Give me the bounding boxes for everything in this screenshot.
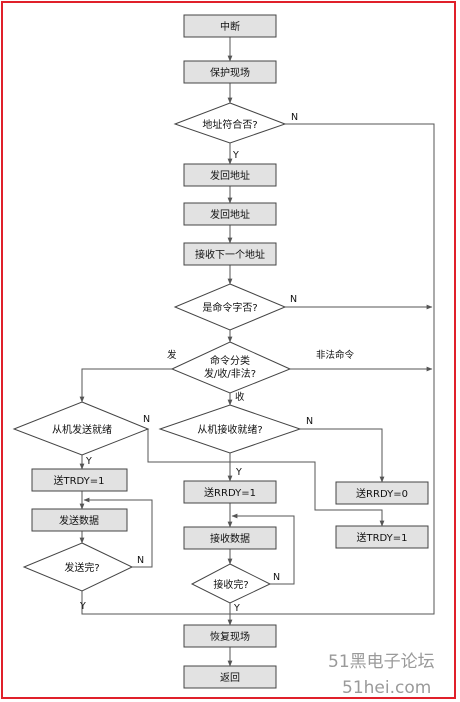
node-return: 返回 bbox=[183, 665, 277, 689]
node-interrupt-label: 中断 bbox=[220, 20, 240, 33]
edge-sendready-no bbox=[147, 429, 385, 527]
branch-labels: N Y N 发 非法命令 收 N Y N Y N Y N Y bbox=[79, 112, 355, 614]
label-senddone-no: N bbox=[137, 555, 144, 566]
decision-slave-send-ready-label: 从机发送就绪 bbox=[52, 423, 112, 436]
node-send-back-address-2: 发回地址 bbox=[183, 202, 277, 226]
node-receive-data: 接收数据 bbox=[183, 526, 277, 550]
decision-send-done: 发送完? bbox=[22, 542, 134, 592]
label-recvready-yes: Y bbox=[235, 467, 242, 478]
decision-command-word-label: 是命令字否? bbox=[202, 301, 257, 314]
node-send-back-address-1: 发回地址 bbox=[183, 163, 277, 187]
label-classify-receive: 收 bbox=[235, 391, 245, 403]
decision-address-match-label: 地址符合否? bbox=[202, 118, 257, 131]
label-address-no: N bbox=[291, 112, 298, 123]
node-send-trdy-1-label: 送TRDY=1 bbox=[53, 474, 104, 487]
node-send-back-address-2-label: 发回地址 bbox=[210, 208, 250, 221]
label-command-no: N bbox=[290, 294, 297, 305]
label-sendready-no: N bbox=[143, 414, 150, 425]
edge-classify-send bbox=[79, 368, 172, 403]
label-classify-illegal: 非法命令 bbox=[316, 349, 355, 361]
node-send-data: 发送数据 bbox=[31, 508, 128, 532]
connectors bbox=[79, 37, 435, 667]
watermark-site-url: 51hei.com bbox=[342, 678, 431, 698]
node-send-trdy-1: 送TRDY=1 bbox=[31, 468, 128, 492]
edge-recvdone-no bbox=[231, 513, 295, 585]
node-restore-context: 恢复现场 bbox=[183, 624, 277, 648]
edge-recvready-no bbox=[300, 428, 385, 483]
node-receive-next-address: 接收下一个地址 bbox=[183, 242, 277, 266]
decision-command-classify-label-2: 发/收/非法? bbox=[204, 367, 256, 380]
node-send-rrdy-0-label: 送RRDY=0 bbox=[356, 487, 408, 500]
node-return-label: 返回 bbox=[220, 672, 240, 684]
decision-slave-receive-ready: 从机接收就绪? bbox=[158, 404, 302, 454]
label-classify-send: 发 bbox=[167, 349, 177, 361]
decision-command-classify: 命令分类 发/收/非法? bbox=[170, 341, 292, 394]
decision-command-classify-label-1: 命令分类 bbox=[210, 354, 250, 367]
node-send-trdy-1-right: 送TRDY=1 bbox=[335, 525, 429, 549]
edge-address-no bbox=[230, 123, 435, 615]
node-send-back-address-1-label: 发回地址 bbox=[210, 169, 250, 182]
node-send-trdy-1-right-label: 送TRDY=1 bbox=[356, 531, 407, 544]
decision-receive-done: 接收完? bbox=[190, 563, 272, 604]
decision-address-match: 地址符合否? bbox=[173, 102, 287, 144]
node-save-context: 保护现场 bbox=[183, 60, 277, 84]
node-send-rrdy-1-label: 送RRDY=1 bbox=[204, 486, 256, 499]
label-senddone-yes: Y bbox=[79, 601, 86, 612]
decision-receive-done-label: 接收完? bbox=[213, 578, 248, 591]
decision-send-done-label: 发送完? bbox=[64, 561, 99, 574]
node-send-rrdy-0: 送RRDY=0 bbox=[335, 481, 429, 505]
decision-command-word: 是命令字否? bbox=[173, 283, 287, 331]
edge-senddone-yes bbox=[81, 591, 230, 615]
edge-senddone-no bbox=[83, 497, 153, 568]
label-recvready-no: N bbox=[306, 416, 313, 427]
watermark-site-name: 51黑电子论坛 bbox=[328, 652, 435, 672]
node-save-context-label: 保护现场 bbox=[210, 66, 250, 79]
node-receive-data-label: 接收数据 bbox=[210, 532, 250, 545]
label-sendready-yes: Y bbox=[85, 456, 92, 467]
label-address-yes: Y bbox=[232, 150, 239, 161]
node-restore-context-label: 恢复现场 bbox=[210, 630, 250, 643]
label-recvdone-no: N bbox=[273, 572, 280, 583]
node-interrupt: 中断 bbox=[183, 14, 277, 38]
node-send-rrdy-1: 送RRDY=1 bbox=[183, 480, 277, 504]
decision-slave-receive-ready-label: 从机接收就绪? bbox=[197, 423, 262, 436]
label-recvdone-yes: Y bbox=[233, 603, 240, 614]
node-send-data-label: 发送数据 bbox=[59, 514, 99, 527]
node-receive-next-address-label: 接收下一个地址 bbox=[195, 248, 265, 261]
decision-slave-send-ready: 从机发送就绪 bbox=[12, 401, 150, 456]
